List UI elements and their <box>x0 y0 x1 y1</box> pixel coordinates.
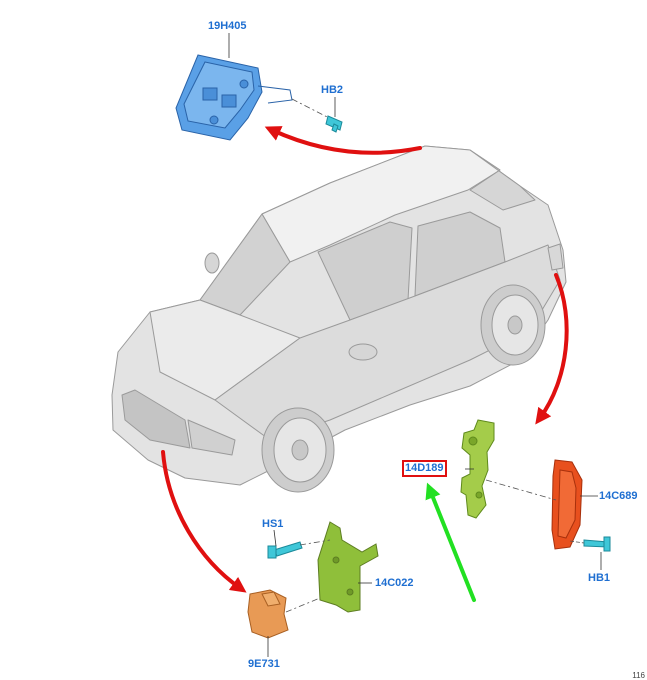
label-HB1[interactable]: HB1 <box>588 572 611 584</box>
module-19H405-part <box>175 54 293 141</box>
label-HB2[interactable]: HB2 <box>321 84 344 96</box>
callout-arrow-14D189 <box>535 273 569 425</box>
vehicle-side-window-front <box>317 221 413 321</box>
bracket-14C022-part <box>317 521 379 613</box>
label-14C022[interactable]: 14C022 <box>375 577 414 589</box>
leader-line-HS1 <box>299 539 331 546</box>
leader-line-9E731 <box>285 597 321 613</box>
leader-line-HB1 <box>569 540 585 544</box>
pointer-arrow-14D189 <box>425 482 476 602</box>
callout-arrow-19H405 <box>264 126 422 155</box>
vehicle-side-window-rear <box>414 211 506 297</box>
leader-line-14D189 <box>485 479 557 501</box>
vehicle-headlight <box>187 419 236 456</box>
bracket-14D189-part <box>460 419 495 519</box>
vehicle-tail-light <box>547 243 564 271</box>
page-number: 116 <box>632 671 645 680</box>
sensor-9E731-part <box>247 589 289 639</box>
module-14C689-part <box>551 459 583 550</box>
label-14D189-highlighted[interactable]: 14D189 <box>402 460 447 477</box>
vehicle-grille <box>121 389 191 449</box>
leader-line-19H405 <box>291 98 334 121</box>
bolt-HB1-part <box>583 536 611 552</box>
label-HS1[interactable]: HS1 <box>262 518 284 530</box>
vehicle-door-mirror-right <box>348 343 378 361</box>
label-14C689[interactable]: 14C689 <box>599 490 638 502</box>
label-19H405[interactable]: 19H405 <box>208 20 247 32</box>
vehicle-roof <box>261 145 501 263</box>
label-9E731[interactable]: 9E731 <box>248 658 280 670</box>
bolt-HS1-part <box>267 541 303 559</box>
vehicle-rear-window <box>469 149 536 211</box>
vehicle-rear-wheel <box>480 284 546 366</box>
label-leaders <box>228 33 602 657</box>
vehicle-illustration <box>111 145 567 493</box>
vehicle-front-wheel <box>261 407 335 493</box>
bolt-HB2-part <box>325 115 343 133</box>
vehicle-mirror <box>204 252 220 274</box>
callout-arrow-9E731 <box>161 450 247 593</box>
